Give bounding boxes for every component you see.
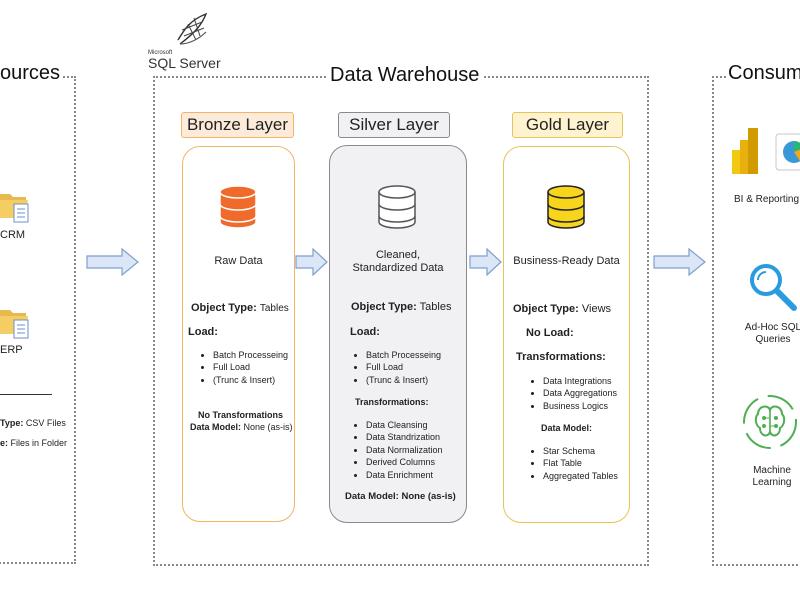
list-item: Business Logics [543, 400, 617, 412]
consumer-item-label-line1: Machine [753, 465, 791, 476]
bronze-layer-title: Bronze Layer [181, 112, 294, 138]
arrow-right-icon [86, 248, 140, 276]
bronze-load-list: Batch Processeing Full Load (Trunc & Ins… [199, 349, 288, 386]
machine-learning-icon [740, 392, 800, 452]
silver-description-line2: Standardized Data [352, 262, 444, 274]
gold-transformations-list: Data Integrations Data Aggregations Busi… [529, 375, 617, 412]
source-item-label: ERP [0, 344, 23, 356]
list-item: Data Aggregations [543, 387, 617, 399]
list-item: Full Load [213, 361, 288, 373]
database-icon [218, 182, 258, 232]
silver-description-line1: Cleaned, [375, 249, 421, 261]
list-item: Data Cleansing [366, 419, 443, 431]
gold-transformations-label: Transformations: [516, 351, 606, 363]
sources-interface-value: Files in Folder [10, 438, 68, 448]
sources-object-type-value: CSV Files [25, 418, 66, 428]
sources-divider [0, 394, 52, 395]
logo-name: SQL Server [148, 55, 221, 71]
logo-small-text: Microsoft [148, 50, 173, 56]
sql-server-icon [177, 12, 208, 45]
silver-object-type-value: Tables [419, 301, 452, 313]
database-icon [377, 182, 417, 232]
bronze-load-label: Load: [188, 326, 218, 338]
consumer-item-label-line2: Learning [752, 477, 792, 488]
silver-layer-title: Silver Layer [338, 112, 450, 138]
list-item: (Trunc & Insert) [213, 374, 288, 386]
list-item: Flat Table [543, 457, 618, 469]
bi-reporting-icon [728, 126, 800, 178]
bronze-transformations: No Transformations [198, 410, 284, 420]
list-item: Aggregated Tables [543, 470, 618, 482]
silver-layer-box [329, 145, 467, 523]
sources-object-type-label: Type: [0, 418, 24, 428]
list-item: (Trunc & Insert) [366, 374, 441, 386]
bronze-data-model-label: Data Model: [190, 422, 242, 432]
sources-object-type: Type: CSV Files [0, 418, 66, 428]
bronze-object-type: Object Type: Tables [191, 302, 289, 314]
warehouse-title: Data Warehouse [326, 64, 484, 87]
sql-server-logo: Microsoft SQL Server [148, 10, 228, 71]
gold-layer-title: Gold Layer [512, 112, 623, 138]
gold-layer-box [503, 146, 630, 523]
consumers-title: Consum [726, 62, 800, 85]
consumer-item-label: BI & Reporting [734, 194, 800, 205]
folder-icon [0, 302, 32, 342]
bronze-object-type-label: Object Type: [191, 302, 257, 314]
silver-load-label: Load: [350, 326, 380, 338]
list-item: Star Schema [543, 445, 618, 457]
list-item: Data Normalization [366, 444, 443, 456]
bronze-layer-box [182, 146, 295, 522]
arrow-right-icon [469, 248, 503, 276]
gold-object-type-label: Object Type: [513, 303, 579, 315]
bronze-description: Raw Data [214, 255, 263, 267]
bronze-object-type-value: Tables [259, 303, 289, 314]
gold-load-label: No Load: [526, 327, 574, 339]
bronze-data-model: Data Model: None (as-is) [190, 422, 293, 432]
arrow-right-icon [295, 248, 329, 276]
sources-interface-label: e: [0, 438, 9, 448]
sources-interface: e: Files in Folder [0, 438, 67, 448]
silver-data-model: Data Model: None (as-is) [345, 491, 456, 502]
silver-load-list: Batch Processeing Full Load (Trunc & Ins… [352, 349, 441, 386]
list-item: Full Load [366, 361, 441, 373]
list-item: Data Integrations [543, 375, 617, 387]
list-item: Data Enrichment [366, 469, 443, 481]
sources-title: ources [0, 62, 63, 85]
silver-object-type: Object Type: Tables [351, 301, 451, 313]
consumer-item-label-line2: Queries [755, 334, 791, 345]
folder-icon [0, 186, 32, 226]
gold-data-model-label: Data Model: [541, 423, 593, 433]
silver-object-type-label: Object Type: [351, 301, 417, 313]
gold-description: Business-Ready Data [513, 255, 620, 267]
gold-object-type-value: Views [581, 303, 612, 315]
silver-transformations-label: Transformations: [355, 397, 429, 407]
list-item: Derived Columns [366, 456, 443, 468]
list-item: Batch Processeing [213, 349, 288, 361]
database-icon [546, 182, 586, 232]
bronze-data-model-value: None (as-is) [243, 422, 293, 432]
list-item: Data Standrization [366, 431, 443, 443]
source-item-label: CRM [0, 229, 26, 241]
gold-data-model-list: Star Schema Flat Table Aggregated Tables [529, 445, 618, 482]
consumer-item-label-line1: Ad-Hoc SQL [744, 322, 800, 333]
arrow-right-icon [653, 248, 707, 276]
gold-object-type: Object Type: Views [513, 303, 611, 315]
list-item: Batch Processeing [366, 349, 441, 361]
search-icon [748, 262, 800, 314]
silver-transformations-list: Data Cleansing Data Standrization Data N… [352, 419, 443, 481]
